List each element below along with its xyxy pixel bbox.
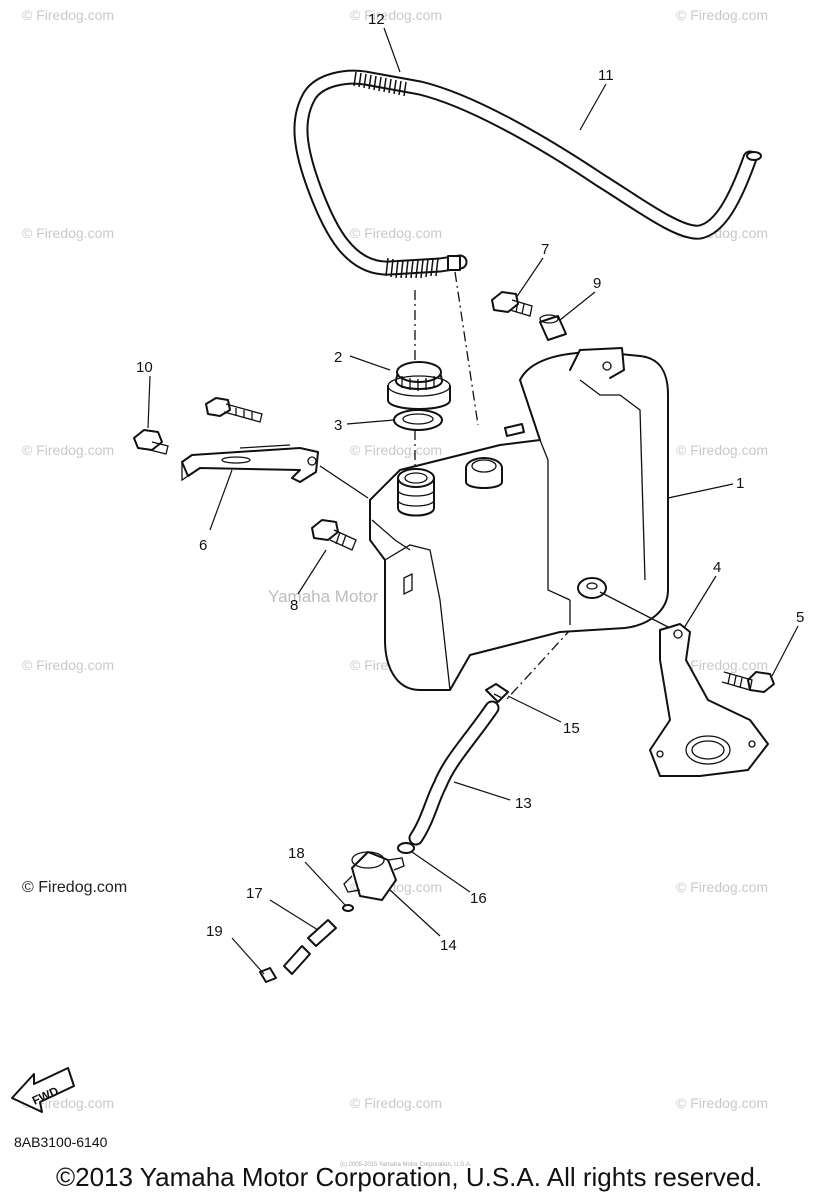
callout-13: 13 — [515, 795, 532, 812]
watermark: © Firedog.com — [676, 442, 768, 458]
callout-12: 12 — [368, 11, 385, 28]
callout-2: 2 — [334, 349, 342, 366]
tiny-copyright: (c) 2005-2015 Yamaha Motor Corporation, … — [340, 1162, 472, 1168]
watermark: © Firedog.com — [676, 7, 768, 23]
bolt-5 — [721, 671, 775, 693]
oil-tank — [369, 347, 669, 691]
bracket-left — [181, 444, 319, 483]
pipe-17 — [283, 919, 337, 975]
watermark: © Firedog.com — [350, 7, 442, 23]
watermark: © Firedog.com — [22, 225, 114, 241]
tank-cap — [387, 361, 451, 410]
assembly-line — [319, 465, 369, 499]
callout-4: 4 — [713, 559, 721, 576]
bolt-10 — [133, 429, 169, 455]
watermark: © Firedog.com — [350, 442, 442, 458]
callout-17: 17 — [246, 885, 263, 902]
watermark: © Firedog.com — [22, 442, 114, 458]
callout-5: 5 — [796, 609, 804, 626]
diagram-code: 8AB3100-6140 — [14, 1134, 108, 1150]
callout-18: 18 — [288, 845, 305, 862]
clamp-16 — [397, 842, 415, 854]
callout-10: 10 — [136, 359, 153, 376]
watermark: © Firedog.com — [350, 225, 442, 241]
bolt-8 — [311, 519, 357, 551]
bolt-6 — [205, 397, 263, 423]
oil-filter — [343, 851, 405, 901]
watermark: © Firedog.com — [676, 1095, 768, 1111]
callout-11: 11 — [598, 67, 614, 84]
callout-7: 7 — [541, 241, 549, 258]
callout-labels: 1 2 3 4 5 6 7 8 9 10 11 12 13 14 15 16 1… — [136, 11, 804, 954]
clamp-15 — [485, 683, 509, 703]
callout-16: 16 — [470, 890, 487, 907]
callout-1: 1 — [736, 475, 744, 492]
watermark: © Firedog.com — [22, 7, 114, 23]
oil-hose — [408, 700, 500, 846]
callout-6: 6 — [199, 537, 207, 554]
leader-lines — [147, 27, 799, 975]
filler-neck — [397, 468, 435, 517]
cap-gasket — [393, 409, 443, 431]
watermark: © Firedog.com — [22, 657, 114, 673]
clip-19 — [259, 967, 277, 983]
vent-hose — [293, 69, 762, 279]
assembly-line — [505, 627, 573, 701]
callout-19: 19 — [206, 923, 223, 940]
watermark: © Firedog.com — [22, 879, 127, 896]
watermark: © Firedog.com — [676, 879, 768, 895]
copyright-notice: ©2013 Yamaha Motor Corporation, U.S.A. A… — [55, 1162, 763, 1192]
bolt-7 — [491, 291, 533, 317]
assembly-line — [599, 591, 671, 629]
callout-8: 8 — [290, 597, 298, 614]
callout-15: 15 — [563, 720, 580, 737]
callout-14: 14 — [440, 937, 457, 954]
collar-9 — [539, 314, 567, 341]
bracket-right — [649, 623, 769, 777]
assembly-line — [454, 271, 479, 426]
callout-9: 9 — [593, 275, 601, 292]
watermark: © Firedog.com — [350, 1095, 442, 1111]
clip-18 — [342, 904, 354, 912]
watermark: © Firedog.com — [676, 657, 768, 673]
callout-3: 3 — [334, 417, 342, 434]
